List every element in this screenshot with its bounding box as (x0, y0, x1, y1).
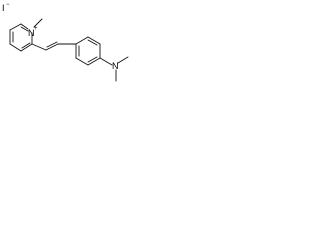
n-methyl-bond (33, 18, 43, 28)
ring-double-bond (87, 56, 98, 63)
linker-double-bond-inner (46, 41, 58, 48)
ring-bond (87, 57, 101, 66)
ring-bond (9, 43, 22, 52)
pyridinium-nitrogen-label: N (28, 28, 35, 38)
ring-bond (75, 36, 89, 45)
amine-nitrogen-label: N (112, 61, 119, 71)
ring-bond (20, 23, 29, 30)
vinyl-linker (31, 41, 77, 51)
n-methyl-bond (117, 56, 129, 64)
molecule-drawing: I − N + (2, 2, 129, 82)
linker-bond (31, 43, 47, 51)
amine-bond (99, 57, 113, 66)
pyridinium-ring (9, 23, 33, 52)
iodide-label: I (2, 3, 5, 13)
benzene-ring (75, 36, 101, 66)
iodide-charge: − (6, 2, 10, 8)
ring-bond (9, 23, 22, 31)
ring-double-bond (87, 39, 98, 46)
structure-diagram: I − N + (0, 0, 146, 99)
linker-double-bond (45, 43, 59, 51)
ring-bond (87, 36, 101, 45)
ring-bond (20, 43, 33, 52)
ring-bond (75, 57, 89, 66)
pyridinium-charge: + (34, 26, 38, 32)
ring-double-bond (20, 26, 29, 32)
ring-double-bond (21, 42, 31, 49)
